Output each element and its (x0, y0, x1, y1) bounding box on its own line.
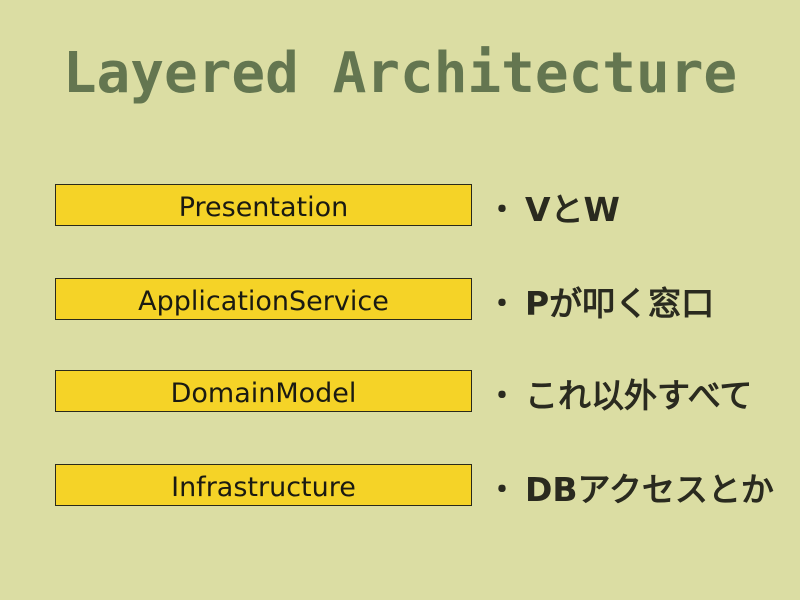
layer-note-text: VとW (525, 190, 620, 229)
layer-label: ApplicationService (138, 285, 389, 317)
bullet-icon: ・ (487, 379, 517, 414)
layer-note-text: これ以外すべて (525, 376, 753, 415)
bullet-icon: ・ (487, 473, 517, 508)
layer-label: Infrastructure (171, 471, 356, 503)
layer-note-text: Pが叩く窓口 (525, 284, 715, 323)
layer-note-text: DBアクセスとか (525, 470, 774, 509)
layer-box-presentation: Presentation (55, 184, 472, 226)
slide-title: Layered Architecture (62, 41, 738, 106)
layer-box-application-service: ApplicationService (55, 278, 472, 320)
layer-note-domain-model: ・ これ以外すべて (487, 372, 753, 415)
layer-note-presentation: ・ VとW (487, 186, 620, 229)
bullet-icon: ・ (487, 193, 517, 228)
layer-box-infrastructure: Infrastructure (55, 464, 472, 506)
layer-note-infrastructure: ・ DBアクセスとか (487, 466, 774, 509)
layer-box-domain-model: DomainModel (55, 370, 472, 412)
layer-note-application-service: ・ Pが叩く窓口 (487, 280, 715, 323)
layer-label: Presentation (178, 191, 349, 223)
layer-label: DomainModel (170, 377, 357, 409)
bullet-icon: ・ (487, 287, 517, 322)
